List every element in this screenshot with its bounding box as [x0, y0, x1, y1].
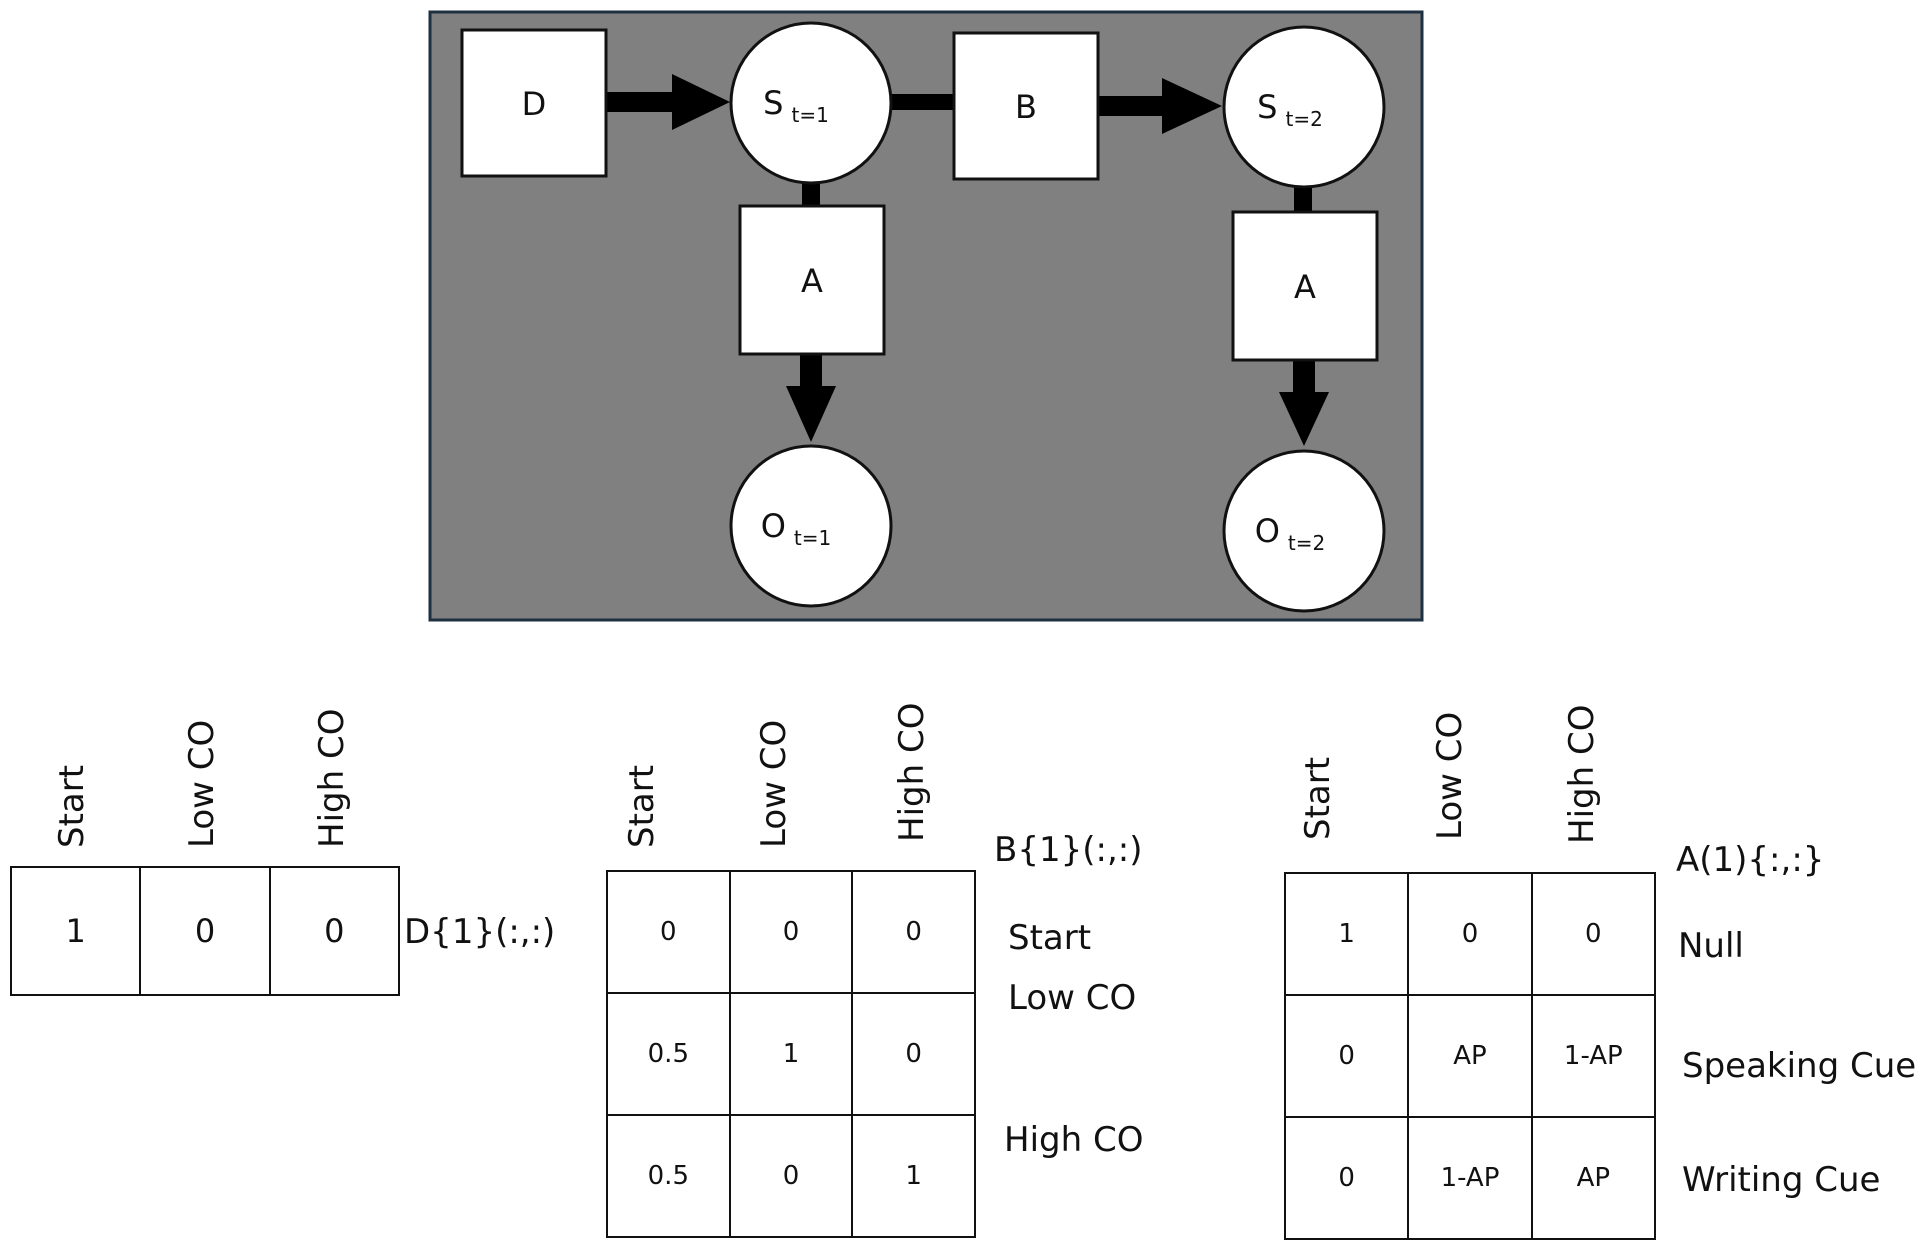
node-s2-letter: S	[1257, 88, 1277, 126]
matrix-a-cell: AP	[1407, 994, 1533, 1118]
matrix-b-cell: 0.5	[606, 1114, 731, 1238]
matrix-b-cell: 1	[851, 1114, 976, 1238]
matrix-b-cell: 0	[728, 1114, 854, 1238]
connector-b-s2	[1098, 96, 1168, 116]
matrix-b-cell: 0.5	[606, 992, 731, 1116]
matrix-b-cell: 1	[728, 992, 854, 1116]
node-s1-letter: S	[763, 84, 783, 122]
matrix-b-col-low-co: Low CO	[754, 719, 794, 848]
node-o1	[729, 444, 893, 608]
matrix-b-row-start: Start	[1008, 918, 1092, 958]
arrow-head-a1-o1	[786, 386, 836, 442]
matrix-b-col-high-co: High CO	[892, 702, 932, 842]
connector-s1-b	[888, 94, 958, 110]
matrix-a-cell: 0	[1283, 1116, 1410, 1240]
matrix-a-col-high-co: High CO	[1562, 704, 1602, 844]
matrix-b-name: B{1}(:,:)	[994, 830, 1143, 870]
node-o1-subscript: t=1	[794, 526, 831, 550]
node-s1-subscript: t=1	[791, 103, 828, 127]
matrix-b-cell: 0	[728, 870, 854, 994]
node-a1-label: A	[801, 262, 823, 300]
matrix-a-cell: 1-AP	[1530, 994, 1657, 1118]
table-row: 0 0 0	[606, 870, 976, 994]
arrow-head-d-s1	[672, 74, 730, 130]
matrix-d-col-high-co: High CO	[312, 708, 352, 848]
matrix-a-cell: 0	[1407, 872, 1533, 996]
matrix-a-row-speaking-cue: Speaking Cue	[1682, 1046, 1917, 1086]
connector-s1-a1	[802, 178, 820, 208]
matrix-d-name: D{1}(:,:)	[404, 912, 556, 952]
node-s2	[1222, 25, 1386, 189]
matrix-a-table: 1 0 0 0 AP 1-AP 0 1-AP AP	[1283, 872, 1657, 1240]
matrix-a-cell: 0	[1530, 872, 1657, 996]
node-b	[952, 31, 1100, 181]
matrix-d-col-start: Start	[52, 764, 92, 848]
table-row: 0.5 0 1	[606, 1114, 976, 1238]
matrix-b-cell: 0	[851, 992, 976, 1116]
node-o2-subscript: t=2	[1288, 531, 1325, 555]
node-d	[460, 28, 608, 178]
matrix-b-cell: 0	[851, 870, 976, 994]
matrix-b-cell: 0	[606, 870, 731, 994]
matrix-a-row-writing-cue: Writing Cue	[1682, 1160, 1881, 1200]
matrix-b-table: 0 0 0 0.5 1 0 0.5 0 1	[606, 870, 976, 1238]
matrix-a-cell: 1	[1283, 872, 1410, 996]
node-o1-letter: O	[761, 507, 786, 545]
matrix-b-row-low-co: Low CO	[1008, 978, 1137, 1018]
matrix-a-col-start: Start	[1298, 756, 1338, 840]
node-a2-label: A	[1294, 268, 1316, 306]
node-b-label: B	[1015, 88, 1037, 126]
node-s1	[729, 21, 893, 185]
matrix-b-col-start: Start	[622, 764, 662, 848]
connector-d-s1	[606, 92, 676, 112]
arrow-head-b-s2	[1162, 78, 1222, 134]
connector-a1-o1	[800, 352, 822, 388]
matrix-d-cell: 0	[268, 866, 401, 996]
connector-a2-o2	[1293, 358, 1315, 394]
matrix-a-cell: 1-AP	[1407, 1116, 1533, 1240]
node-o2-letter: O	[1255, 512, 1280, 550]
node-a1	[738, 204, 886, 356]
node-o2	[1222, 449, 1386, 613]
matrix-d-cell: 1	[9, 866, 142, 996]
matrix-b-row-high-co: High CO	[1004, 1120, 1144, 1160]
matrix-a-name: A(1){:,:}	[1676, 840, 1825, 880]
matrix-a-row-null: Null	[1678, 926, 1744, 966]
table-row: 0 1-AP AP	[1283, 1116, 1657, 1240]
table-row: 0 AP 1-AP	[1283, 994, 1657, 1118]
node-d-label: D	[522, 85, 547, 123]
matrix-a-cell: 0	[1283, 994, 1410, 1118]
node-a2	[1231, 210, 1379, 362]
connector-s2-a2	[1294, 182, 1312, 212]
node-s2-subscript: t=2	[1285, 107, 1322, 131]
matrix-a-col-low-co: Low CO	[1430, 711, 1470, 840]
matrix-a-cell: AP	[1530, 1116, 1657, 1240]
matrix-d-col-low-co: Low CO	[182, 719, 222, 848]
table-row: 1 0 0	[9, 866, 401, 996]
arrow-head-a2-o2	[1279, 392, 1329, 446]
matrix-d-cell: 0	[139, 866, 271, 996]
matrix-d-table: 1 0 0	[9, 866, 401, 996]
table-row: 1 0 0	[1283, 872, 1657, 996]
table-row: 0.5 1 0	[606, 992, 976, 1116]
